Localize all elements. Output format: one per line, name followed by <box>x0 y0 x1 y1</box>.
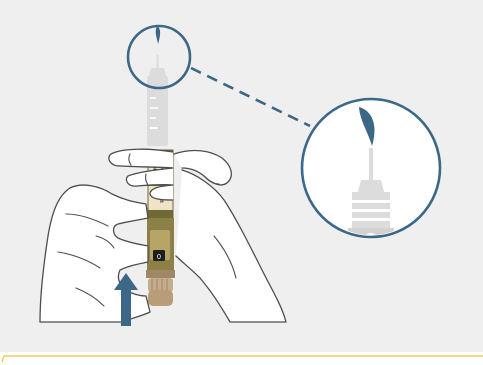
bottom-accent-tick <box>2 356 4 362</box>
left-hand <box>40 185 150 322</box>
svg-text:0: 0 <box>157 254 161 261</box>
